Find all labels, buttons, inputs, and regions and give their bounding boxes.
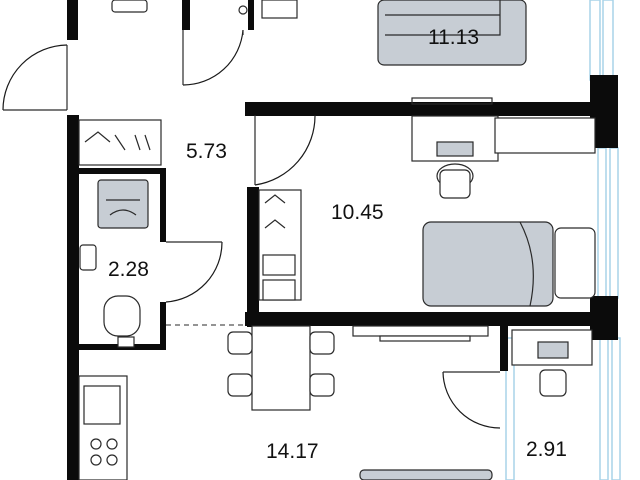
- wardrobe: [78, 119, 162, 166]
- dining-table: [227, 325, 335, 411]
- kitchen: [78, 375, 128, 480]
- doors: [2, 29, 501, 429]
- bed-middle: [422, 221, 596, 307]
- desk-upper: [411, 97, 596, 199]
- furniture: [78, 0, 596, 480]
- area-bathroom: 2.28: [108, 258, 149, 281]
- area-bedroom-top: 11.13: [428, 26, 479, 49]
- area-balcony: 2.91: [526, 438, 567, 461]
- sink-top-left: [111, 0, 148, 13]
- fixture-knob: [238, 5, 248, 15]
- toilet: [103, 295, 141, 348]
- washing-machine: [97, 179, 149, 229]
- area-bedroom-middle: 10.45: [331, 201, 384, 224]
- area-living-kitchen: 14.17: [266, 440, 319, 463]
- desk-balcony: [511, 329, 593, 397]
- bathroom-sink: [79, 244, 97, 271]
- room-labels: 11.13 5.73 10.45 2.28 14.17 2.91: [108, 26, 567, 463]
- dresser-middle: [258, 189, 302, 301]
- fixture-top: [261, 0, 298, 19]
- tv-unit: [352, 325, 489, 337]
- tv: [379, 335, 471, 342]
- bed-top: [377, 0, 527, 66]
- sofa: [359, 469, 493, 480]
- area-hallway: 5.73: [186, 140, 227, 163]
